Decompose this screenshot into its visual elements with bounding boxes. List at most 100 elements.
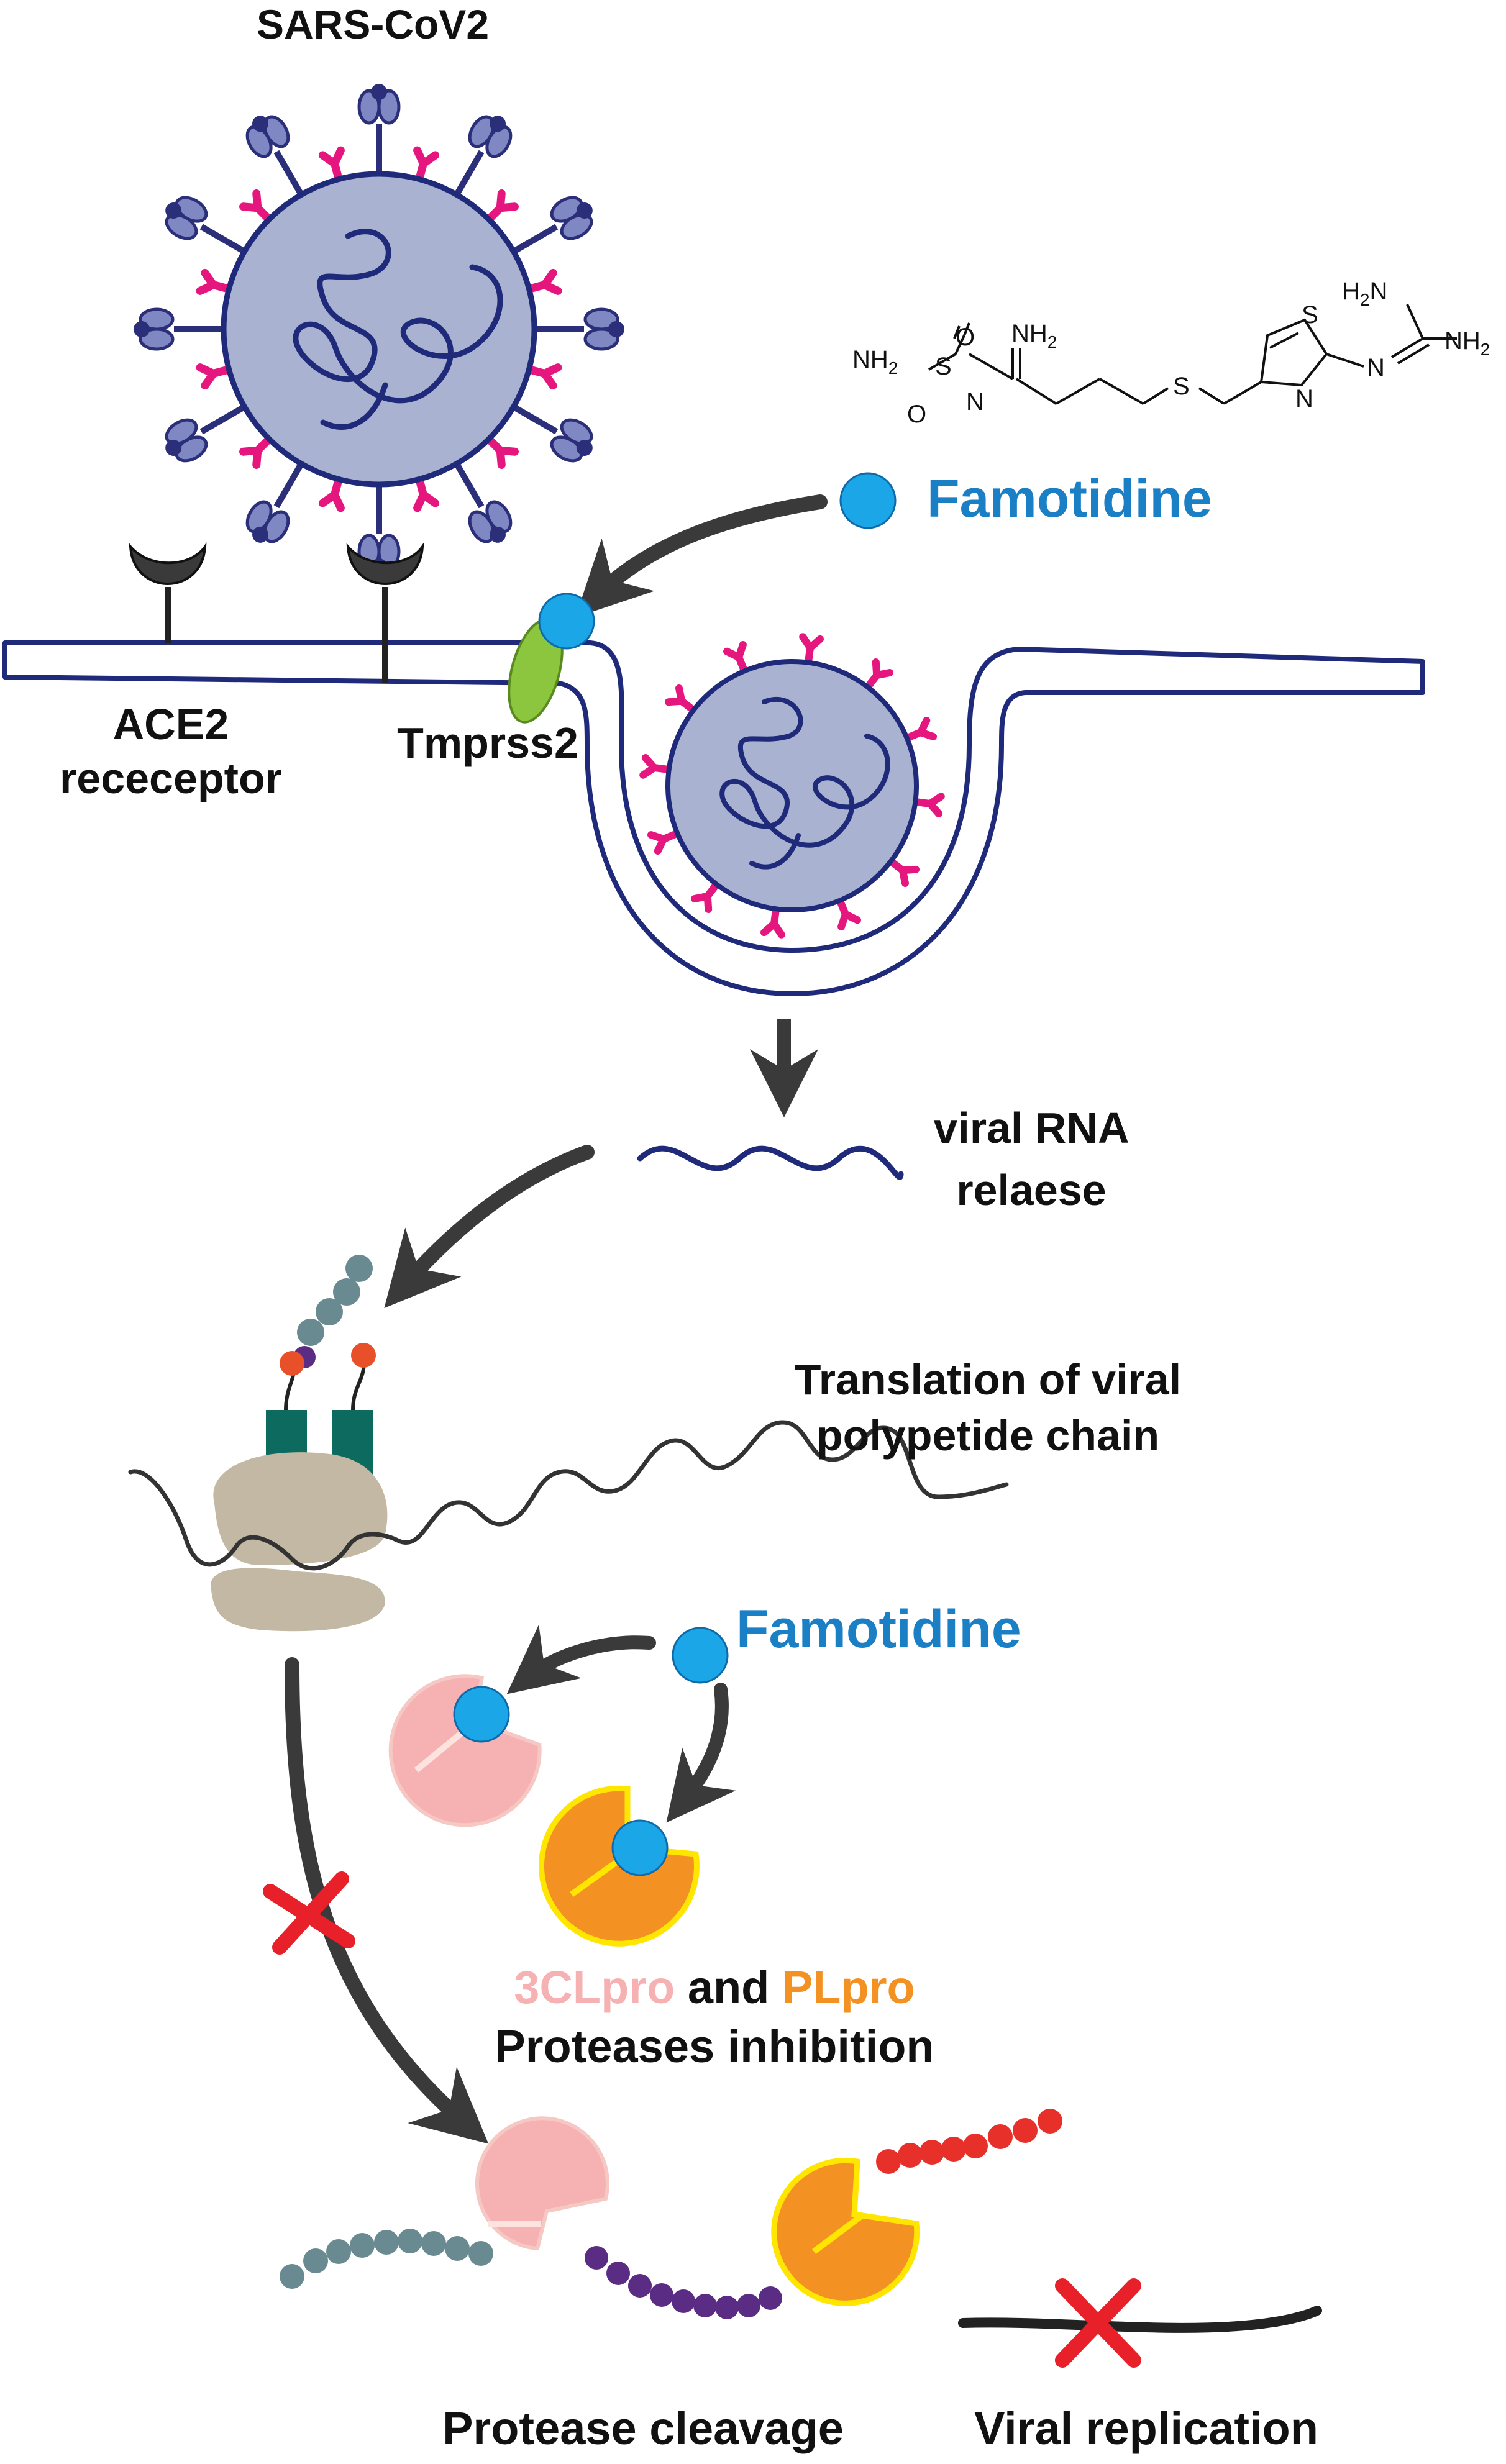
bond bbox=[1223, 381, 1262, 405]
ace2-receptor-2 bbox=[346, 542, 424, 683]
amino-acid-bead bbox=[988, 2124, 1013, 2149]
virus-title: SARS-CoV2 bbox=[257, 1, 489, 47]
atom-n-imine: N bbox=[966, 388, 984, 416]
ace2-label-line2: receceptor bbox=[60, 754, 282, 802]
mrna-strand bbox=[128, 1420, 1009, 1571]
arrow-to-protease-cleavage bbox=[285, 1657, 489, 2144]
bond bbox=[953, 325, 961, 339]
virion-envelope bbox=[221, 171, 537, 488]
amino-acid-bead bbox=[606, 2262, 630, 2285]
arrow-to-translation bbox=[384, 1145, 595, 1309]
amino-acid-bead bbox=[876, 2149, 901, 2174]
internal-viral-rna bbox=[719, 697, 890, 870]
amino-acid-2 bbox=[351, 1343, 376, 1368]
atom-nh2-right: NH2 bbox=[1444, 327, 1490, 359]
amino-acid-bead bbox=[693, 2294, 717, 2317]
bond bbox=[1015, 378, 1057, 405]
bond bbox=[1099, 378, 1144, 405]
inhibition-label: Proteases inhibition bbox=[495, 2021, 934, 2072]
spike-glycoprotein bbox=[454, 115, 513, 196]
amino-acid-bead bbox=[326, 2239, 351, 2264]
bond bbox=[1198, 387, 1225, 405]
amino-acid-bead bbox=[468, 2241, 493, 2266]
sars-cov2-virion bbox=[134, 84, 624, 575]
rna-release-line2: relaese bbox=[956, 1166, 1106, 1214]
arrow-famotidine-to-3clpro bbox=[506, 1624, 656, 1694]
released-rna-strand bbox=[637, 1145, 904, 1180]
amino-acid-bead bbox=[585, 2246, 608, 2270]
replication-strand bbox=[958, 2306, 1322, 2333]
ace2-receptor-1 bbox=[129, 542, 207, 643]
bond bbox=[928, 353, 957, 371]
plpro-cleaving bbox=[771, 2157, 920, 2306]
amino-acid-bead bbox=[1038, 2109, 1062, 2134]
amino-acid-bead bbox=[759, 2286, 782, 2310]
pink-spike bbox=[664, 684, 696, 714]
bond bbox=[954, 335, 965, 355]
atom-n-ring: N bbox=[1295, 385, 1313, 412]
pink-spike bbox=[888, 858, 920, 888]
bond bbox=[1056, 378, 1100, 405]
bond bbox=[1269, 332, 1299, 349]
atom-o-bottom: O bbox=[907, 401, 926, 428]
amino-acid-bead bbox=[280, 2264, 304, 2289]
ribosome-large-subunit bbox=[213, 1452, 388, 1565]
atom-s-sulfonyl: S bbox=[935, 353, 952, 380]
bond bbox=[969, 353, 1013, 380]
amino-acid-bead bbox=[350, 2233, 375, 2258]
pink-spike bbox=[639, 754, 670, 779]
amino-acid-bead bbox=[650, 2283, 673, 2307]
thiazole-ring bbox=[1259, 318, 1328, 387]
famotidine-label-mid: Famotidine bbox=[736, 1599, 1021, 1659]
pink-spike bbox=[799, 633, 824, 663]
endocytosed-virion bbox=[639, 633, 945, 939]
polyprotein-chain bbox=[280, 2109, 1062, 2319]
pink-spike bbox=[690, 882, 720, 914]
bond bbox=[1397, 343, 1430, 365]
pink-spike bbox=[915, 793, 945, 817]
amino-acid-bead bbox=[374, 2230, 399, 2255]
amino-acid-bead bbox=[398, 2229, 422, 2253]
amino-acid-bead bbox=[421, 2231, 446, 2256]
translation-line2: polypetide chain bbox=[816, 1411, 1159, 1460]
internal-virion-envelope bbox=[665, 659, 919, 912]
ace2-label-line1: ACE2 bbox=[113, 700, 229, 748]
amino-acid-bead bbox=[963, 2134, 988, 2158]
atom-o-top: O bbox=[956, 324, 975, 351]
famotidine-dot-top bbox=[839, 472, 897, 529]
atom-s-thioether: S bbox=[1173, 373, 1190, 400]
amino-acid-bead bbox=[920, 2140, 944, 2165]
amino-acid-bead bbox=[737, 2294, 760, 2317]
famotidine-label-top: Famotidine bbox=[927, 469, 1212, 529]
plpro-inhibited bbox=[539, 1785, 700, 1947]
3clpro-inhibited bbox=[388, 1674, 542, 1827]
blocked-x-mark bbox=[263, 1871, 355, 1955]
atom-h2n: H2N bbox=[1342, 278, 1387, 309]
amino-acid-bead bbox=[898, 2143, 923, 2168]
3clpro-cleaving bbox=[475, 2116, 609, 2251]
bond bbox=[1390, 337, 1424, 358]
spike-glycoprotein bbox=[245, 462, 304, 543]
bond bbox=[963, 322, 970, 336]
arrow-famotidine-to-tmprss2 bbox=[575, 494, 828, 617]
pink-spike bbox=[864, 658, 894, 689]
bond bbox=[1406, 304, 1424, 339]
internal-spike-proteins bbox=[639, 633, 945, 939]
spike-glycoprotein bbox=[165, 404, 246, 463]
ribosome-small-subunit bbox=[211, 1568, 385, 1632]
bond bbox=[1326, 353, 1364, 368]
amino-acid-bead bbox=[628, 2274, 652, 2298]
bond bbox=[1142, 387, 1169, 405]
famotidine-structure bbox=[928, 304, 1457, 405]
atom-s-ring: S bbox=[1302, 301, 1318, 329]
rna-release-line1: viral RNA bbox=[933, 1104, 1129, 1152]
amino-acid-bead bbox=[303, 2248, 328, 2273]
amino-acid-bead bbox=[715, 2296, 739, 2319]
spike-glycoprotein bbox=[165, 196, 246, 255]
atom-nh2-amidine: NH2 bbox=[1011, 320, 1057, 352]
amino-acid-1 bbox=[280, 1351, 304, 1376]
protease-names: 3CLpro and PLpro bbox=[514, 1962, 915, 2013]
amino-acid-bead bbox=[1013, 2118, 1038, 2143]
amino-acid-bead bbox=[941, 2137, 966, 2162]
